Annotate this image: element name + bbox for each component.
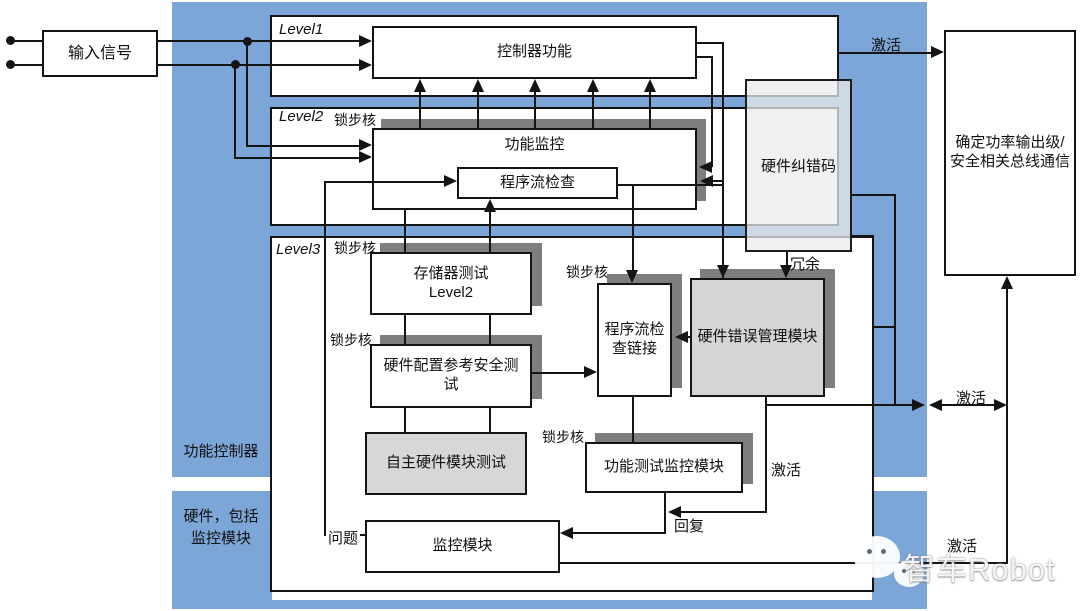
activate-label-right: 激活 bbox=[956, 390, 987, 407]
monitor-module-label: 监控模块 bbox=[432, 537, 493, 555]
hw-config-test-label-line2: 试 bbox=[443, 376, 459, 393]
hw-config-test-label-line1: 硬件配置参考安全测 bbox=[383, 357, 519, 375]
hardware-region-text-line1: 硬件，包括 bbox=[183, 508, 259, 525]
monitor-module-box: 监控模块 bbox=[365, 520, 560, 573]
program-flow-check-label: 程序流检查 bbox=[499, 173, 575, 191]
level1-label: Level1 bbox=[279, 21, 324, 38]
lockstep-label-func-test: 锁步核 bbox=[542, 429, 584, 445]
level3-lower-margin bbox=[272, 592, 872, 600]
hw-ecc-label: 硬件纠错码 bbox=[760, 158, 836, 175]
program-flow-check-box: 程序流检查 bbox=[457, 167, 618, 199]
activate-label-bottom: 激活 bbox=[947, 538, 978, 555]
lockstep-label-level2: 锁步核 bbox=[334, 112, 376, 128]
func-test-monitor-box: 功能测试监控模块 bbox=[585, 442, 743, 493]
power-stage-label-line2: 安全相关总线通信 bbox=[949, 153, 1070, 170]
hardware-region-text-line2: 监控模块 bbox=[190, 529, 251, 547]
hardware-region-label: 硬件，包括 监控模块 bbox=[172, 506, 270, 550]
func-test-monitor-label: 功能测试监控模块 bbox=[603, 458, 724, 476]
hw-error-mgmt-box: 硬件错误管理模块 bbox=[690, 278, 825, 397]
hw-error-mgmt-label: 硬件错误管理模块 bbox=[697, 328, 818, 346]
input-signal-box: 输入信号 bbox=[42, 30, 158, 77]
lockstep-label-pf-link: 锁步核 bbox=[566, 264, 608, 280]
power-stage-box: 确定功率输出级/ 安全相关总线通信 bbox=[944, 30, 1076, 276]
controller-function-box: 控制器功能 bbox=[372, 26, 697, 79]
activate-label-top: 激活 bbox=[871, 37, 902, 54]
memory-test-label-line2: Level2 bbox=[428, 283, 474, 301]
power-stage-label-line1: 确定功率输出级/ bbox=[955, 134, 1065, 152]
auto-hw-module-test-label: 自主硬件模块测试 bbox=[385, 454, 506, 472]
pf-check-link-box: 程序流检 查链接 bbox=[597, 283, 672, 397]
pf-check-link-label-line1: 程序流检 bbox=[604, 321, 665, 339]
problem-label: 问题 bbox=[326, 527, 361, 548]
auto-hw-module-test-box: 自主硬件模块测试 bbox=[365, 432, 527, 495]
lockstep-label-hw-config: 锁步核 bbox=[330, 332, 372, 348]
activate-label-mid: 激活 bbox=[771, 462, 802, 479]
controller-function-label: 控制器功能 bbox=[496, 43, 572, 61]
input-signal-label: 输入信号 bbox=[67, 44, 132, 62]
function-controller-text: 功能控制器 bbox=[183, 443, 259, 460]
redundancy-label: 冗余 bbox=[790, 256, 821, 273]
level3-label: Level3 bbox=[276, 241, 321, 258]
hw-config-test-box: 硬件配置参考安全测 试 bbox=[370, 344, 532, 408]
pf-check-link-label-line2: 查链接 bbox=[611, 340, 657, 357]
hw-ecc-box: 硬件纠错码 bbox=[745, 79, 852, 252]
reply-label: 回复 bbox=[674, 518, 705, 535]
function-monitoring-label: 功能监控 bbox=[504, 136, 565, 153]
lockstep-label-memory-test: 锁步核 bbox=[334, 240, 376, 256]
level2-label: Level2 bbox=[279, 108, 324, 125]
function-controller-region-label: 功能控制器 bbox=[172, 441, 270, 463]
memory-test-label-line1: 存储器测试 bbox=[413, 264, 489, 282]
memory-test-box: 存储器测试 Level2 bbox=[370, 252, 532, 315]
function-monitoring-box: 功能监控 bbox=[372, 128, 697, 210]
